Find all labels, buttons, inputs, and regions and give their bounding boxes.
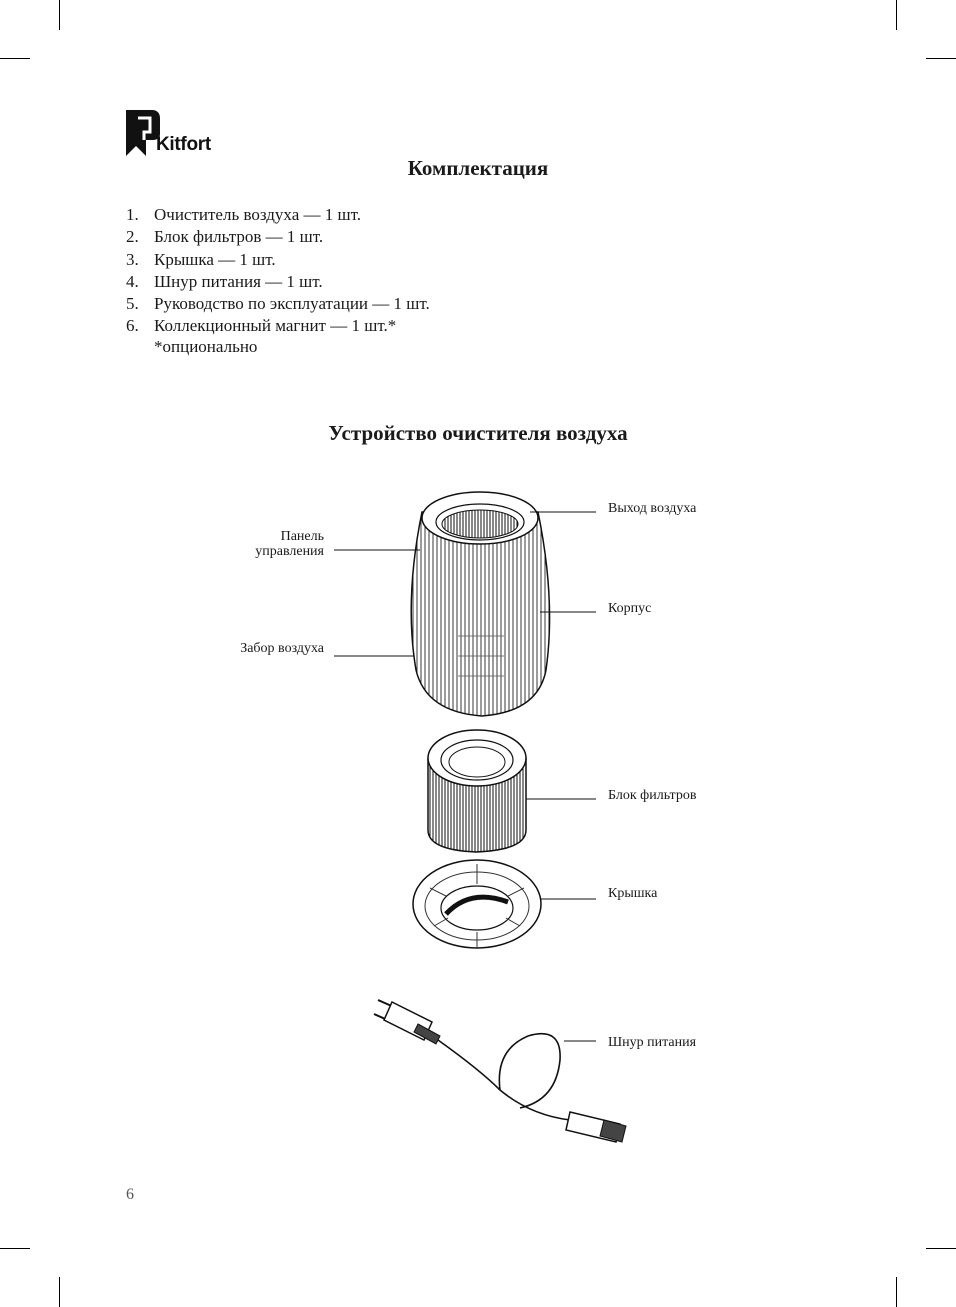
label-lid: Крышка: [608, 886, 658, 901]
kitfort-logo-icon: [126, 110, 160, 156]
list-item: 2.Блок фильтров — 1 шт.: [126, 227, 324, 247]
list-item: 6.Коллекционный магнит — 1 шт.*: [126, 316, 397, 336]
label-air-outlet: Выход воздуха: [608, 501, 697, 516]
crop-mark: [896, 0, 897, 30]
crop-mark: [926, 1248, 956, 1249]
list-item: 4.Шнур питания — 1 шт.: [126, 271, 323, 291]
crop-mark: [59, 0, 60, 30]
crop-mark: [926, 58, 956, 59]
crop-mark: [0, 58, 30, 59]
crop-mark: [59, 1277, 60, 1307]
leader-lines: [334, 511, 596, 1042]
filter-block: [427, 729, 527, 853]
optional-note: *опционально: [154, 337, 258, 356]
lid: [412, 859, 542, 949]
crop-mark: [896, 1277, 897, 1307]
logo-text: Kitfort: [156, 134, 211, 155]
list-item: 3.Крышка — 1 шт.: [126, 249, 276, 269]
list-item: 1.Очиститель воздуха — 1 шт.: [126, 205, 361, 224]
purifier-body: [410, 491, 551, 717]
label-body: Корпус: [608, 601, 652, 616]
power-cord: [373, 999, 627, 1143]
crop-mark: [0, 1248, 30, 1249]
device-diagram: [334, 491, 627, 1143]
label-power-cord: Шнур питания: [608, 1035, 697, 1050]
section-title-device: Устройство очистителя воздуха: [328, 421, 628, 445]
page-number: 6: [126, 1186, 134, 1203]
kitfort-logo: Kitfort: [126, 110, 236, 158]
section-title-contents: Комплектация: [407, 156, 549, 180]
label-filter-block: Блок фильтров: [608, 788, 697, 803]
label-air-intake: Забор воздуха: [240, 641, 324, 656]
label-control-panel: Панель управления: [255, 529, 324, 559]
list-item: 5.Руководство по эксплуатации — 1 шт.: [126, 294, 430, 314]
contents-list: 1.Очиститель воздуха — 1 шт. 2.Блок филь…: [126, 204, 430, 338]
